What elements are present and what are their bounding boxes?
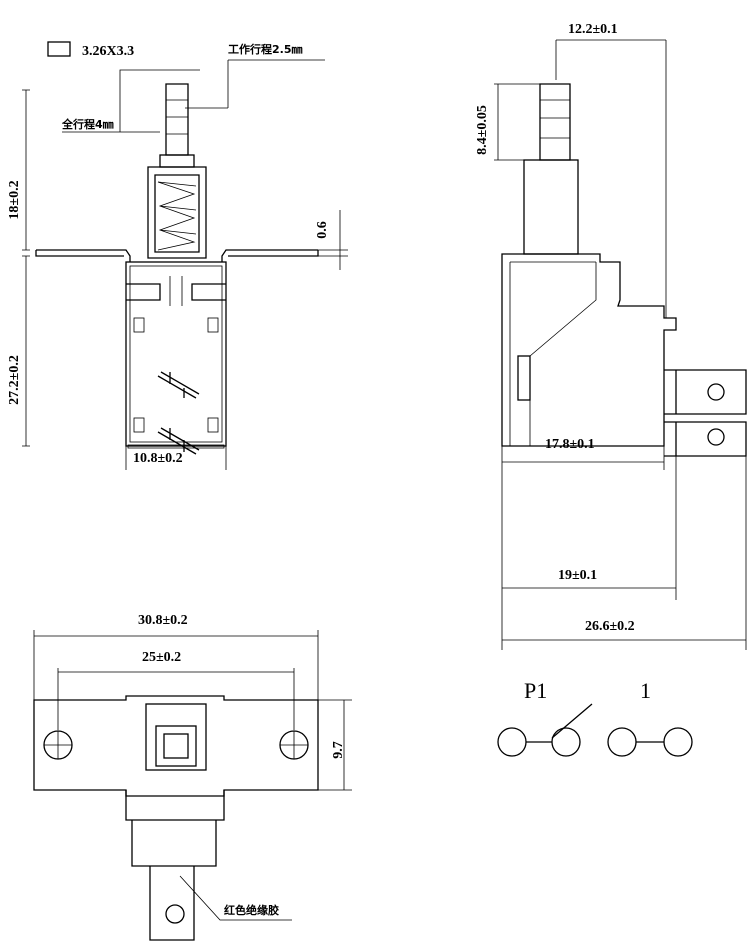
bottom-view: 30.8±0.2 25±0.2 9.7 红色绝缘胶 [33, 613, 352, 941]
mount-length-label: 30.8±0.2 [138, 613, 188, 628]
contact-p1-label: P1 [524, 678, 547, 703]
full-travel-label: 全行程4㎜ [61, 117, 114, 131]
depth-1-label: 17.8±0.1 [545, 437, 595, 452]
contact-1-label: 1 [640, 678, 651, 703]
width-body-label: 10.8±0.2 [133, 451, 183, 466]
depth-3-label: 26.6±0.2 [585, 619, 635, 634]
working-travel-label: 工作行程2.5㎜ [228, 42, 303, 56]
hole-spacing-label: 25±0.2 [142, 650, 181, 665]
front-view: 3.26X3.3 工作行程2.5㎜ 全行程4㎜ 18±0.2 27.2 [7, 41, 348, 470]
insulation-note: 红色绝缘胶 [224, 903, 279, 917]
width-top-label: 12.2±0.1 [568, 22, 618, 37]
flange-height-label: 9.7 [331, 741, 346, 759]
height-top-label: 18±0.2 [7, 180, 22, 219]
depth-2-label: 19±0.1 [558, 568, 597, 583]
button-size-label: 3.26X3.3 [82, 44, 134, 59]
side-view: 12.2±0.1 8.4±0.05 17.8±0.1 19±0.1 26.6±0… [475, 22, 747, 650]
stem-length-label: 8.4±0.05 [475, 105, 490, 155]
switch-schematic: P1 1 [497, 678, 693, 757]
height-body-label: 27.2±0.2 [7, 355, 22, 405]
flange-thickness-label: 0.6 [315, 221, 330, 239]
button-square-icon [47, 41, 71, 57]
